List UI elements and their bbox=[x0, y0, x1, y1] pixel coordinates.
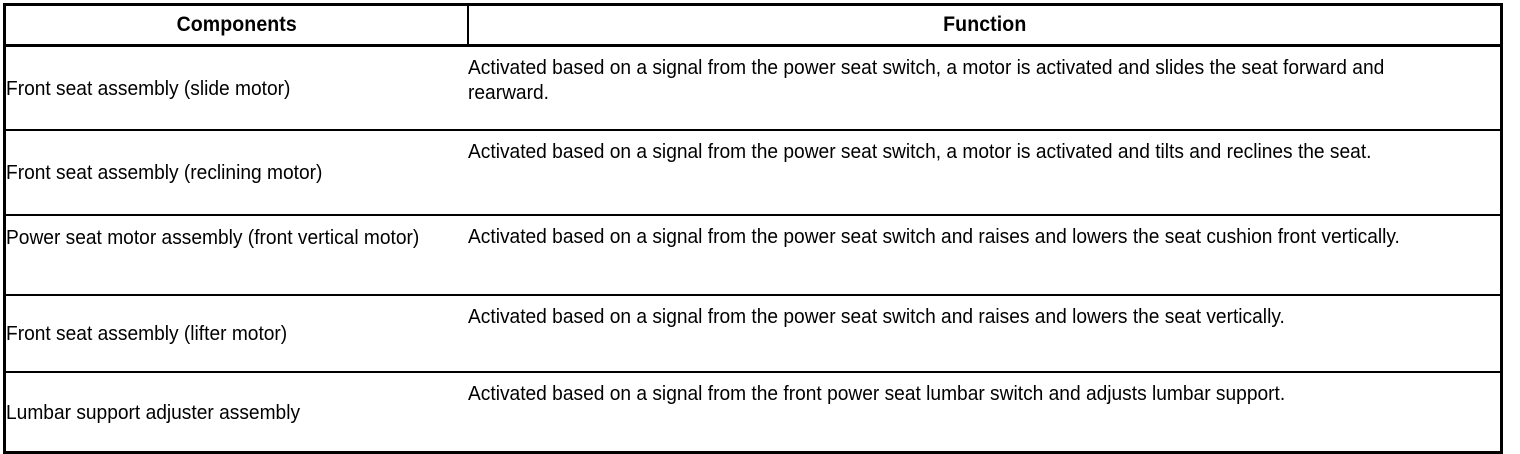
table-row: Front seat assembly (slide motor) Activa… bbox=[4, 45, 1502, 131]
table-header: Components Function bbox=[5, 4, 1502, 47]
cell-component: Lumbar support adjuster assembly bbox=[4, 372, 468, 453]
function-text: Activated based on a signal from the pow… bbox=[467, 140, 1371, 163]
function-text: Activated based on a signal from the pow… bbox=[467, 56, 1390, 104]
component-text: Power seat motor assembly (front vertica… bbox=[6, 226, 420, 249]
function-text: Activated based on a signal from the pow… bbox=[467, 305, 1285, 328]
component-text: Front seat assembly (slide motor) bbox=[6, 76, 291, 100]
cell-function: Activated based on a signal from the pow… bbox=[467, 215, 1502, 296]
cell-component: Front seat assembly (lifter motor) bbox=[4, 295, 468, 373]
table-header-row: Components Function bbox=[5, 4, 1502, 47]
table-row: Lumbar support adjuster assembly Activat… bbox=[4, 372, 1502, 453]
cell-function: Activated based on a signal from the pow… bbox=[467, 295, 1502, 373]
document-page: Components Function Front seat assembly … bbox=[3, 3, 1503, 454]
cell-function: Activated based on a signal from the fro… bbox=[467, 372, 1502, 453]
component-text: Front seat assembly (reclining motor) bbox=[6, 161, 323, 184]
cell-component: Front seat assembly (reclining motor) bbox=[4, 130, 468, 216]
component-text: Lumbar support adjuster assembly bbox=[6, 400, 301, 424]
cell-component: Power seat motor assembly (front vertica… bbox=[4, 215, 468, 296]
components-function-table: Components Function Front seat assembly … bbox=[3, 3, 1503, 454]
column-header-components: Components bbox=[20, 4, 452, 47]
component-text: Front seat assembly (lifter motor) bbox=[6, 322, 288, 345]
table-row: Front seat assembly (lifter motor) Activ… bbox=[4, 295, 1502, 373]
function-text: Activated based on a signal from the pow… bbox=[467, 225, 1400, 248]
table-row: Front seat assembly (reclining motor) Ac… bbox=[4, 130, 1502, 216]
table-body: Front seat assembly (slide motor) Activa… bbox=[4, 45, 1502, 453]
table-row: Power seat motor assembly (front vertica… bbox=[4, 215, 1502, 296]
cell-component: Front seat assembly (slide motor) bbox=[4, 45, 468, 131]
function-text: Activated based on a signal from the fro… bbox=[467, 382, 1285, 405]
cell-function: Activated based on a signal from the pow… bbox=[467, 130, 1502, 216]
column-header-function: Function bbox=[502, 4, 1466, 47]
cell-function: Activated based on a signal from the pow… bbox=[467, 45, 1502, 131]
